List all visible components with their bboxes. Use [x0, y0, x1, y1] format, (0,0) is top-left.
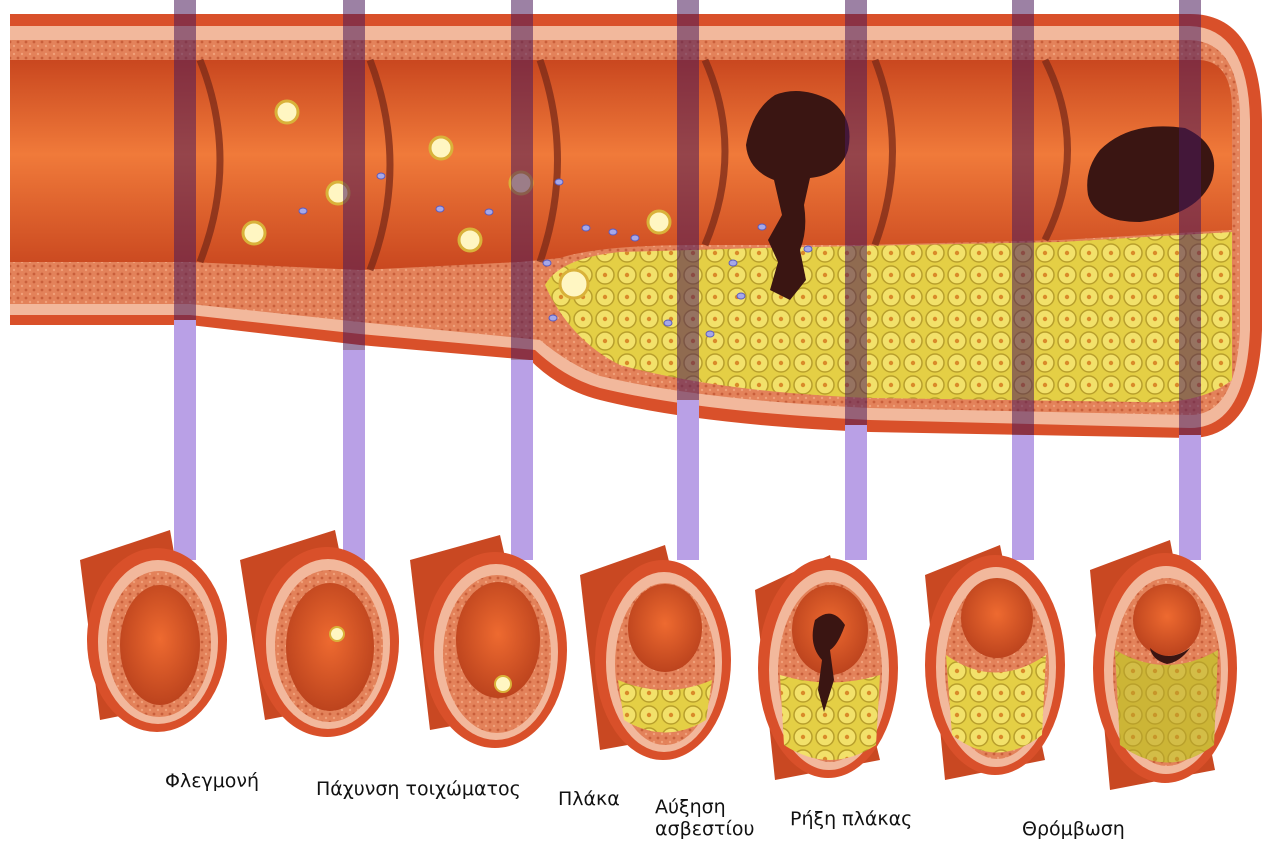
- cross-section-3: [410, 535, 567, 748]
- section-line: [845, 0, 867, 560]
- section-line: [511, 0, 533, 560]
- stage-label-thrombosis: Θρόμβωση: [1022, 818, 1125, 840]
- stage-label-plaque: Πλάκα: [558, 788, 620, 810]
- section-line: [1012, 0, 1034, 560]
- section-line: [343, 0, 365, 560]
- cross-section-5: [755, 555, 898, 780]
- cross-section-2: [240, 530, 399, 737]
- section-line: [174, 0, 196, 560]
- section-line: [1179, 0, 1201, 560]
- stage-label-calcium-growth: Αύξηση ασβεστίου: [655, 796, 755, 840]
- longitudinal-artery: [10, 14, 1262, 438]
- stage-label-wall-thickening: Πάχυνση τοιχώματος: [316, 778, 521, 800]
- cross-sections: [80, 530, 1237, 790]
- stage-label-plaque-rupture: Ρήξη πλάκας: [790, 808, 912, 830]
- cross-section-4: [580, 545, 731, 760]
- stage-label-inflammation: Φλεγμονή: [165, 770, 259, 792]
- section-line: [677, 0, 699, 560]
- cross-section-6: [925, 545, 1065, 780]
- cross-section-1: [80, 530, 227, 732]
- cross-section-7: [1090, 540, 1237, 790]
